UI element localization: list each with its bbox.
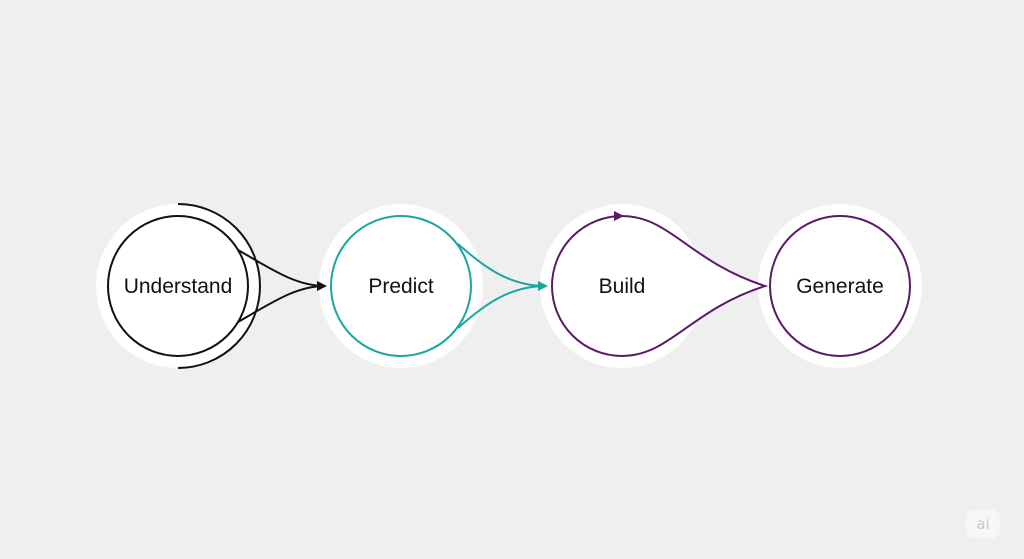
build-shape [551, 216, 769, 358]
connector-understand-predict [237, 249, 327, 323]
node-build [551, 216, 769, 358]
connector-predict-build [457, 243, 548, 329]
predict-circle [330, 215, 472, 357]
node-predict [330, 215, 472, 357]
understand-outer-arc [177, 203, 261, 369]
understand-circle [107, 215, 249, 357]
label-predict: Predict [368, 275, 434, 298]
node-understand [107, 203, 261, 369]
label-generate: Generate [796, 275, 884, 298]
ai-watermark-badge: ai [966, 510, 1000, 538]
node-generate [769, 215, 911, 357]
generate-circle [769, 215, 911, 357]
label-understand: Understand [124, 275, 233, 298]
label-build: Build [599, 275, 646, 298]
